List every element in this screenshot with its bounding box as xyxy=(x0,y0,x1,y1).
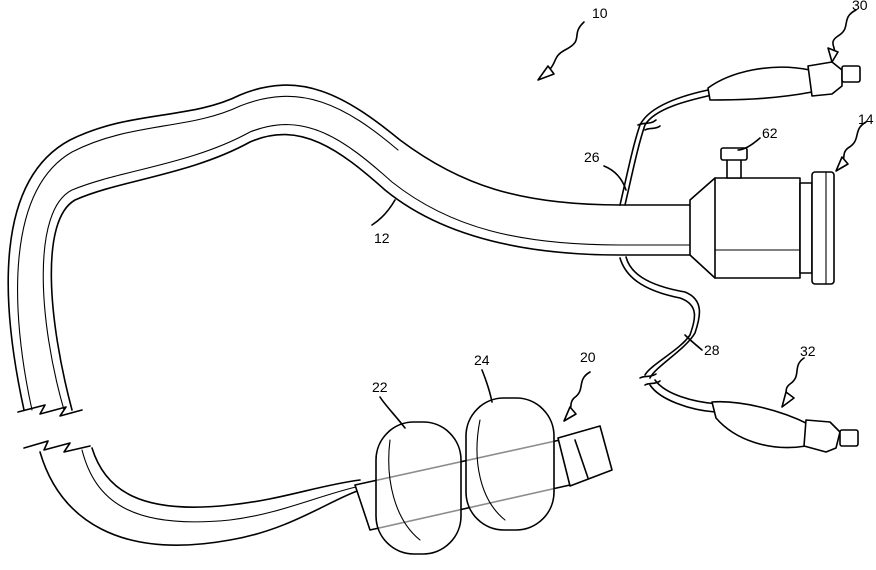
label-24: 24 xyxy=(474,352,490,368)
label-30: 30 xyxy=(852,0,868,13)
label-22: 22 xyxy=(372,379,388,395)
label-62: 62 xyxy=(762,125,778,141)
label-28: 28 xyxy=(704,342,720,358)
connector-assembly xyxy=(690,148,834,284)
first-cuff xyxy=(376,422,461,554)
second-cuff xyxy=(466,398,554,530)
label-32: 32 xyxy=(800,343,816,359)
label-26: 26 xyxy=(584,149,600,165)
label-20: 20 xyxy=(580,349,596,365)
second-inflation-line xyxy=(620,257,858,452)
label-14: 14 xyxy=(858,111,874,127)
label-10: 10 xyxy=(592,5,608,21)
label-12: 12 xyxy=(374,230,390,246)
distal-section xyxy=(355,398,612,554)
